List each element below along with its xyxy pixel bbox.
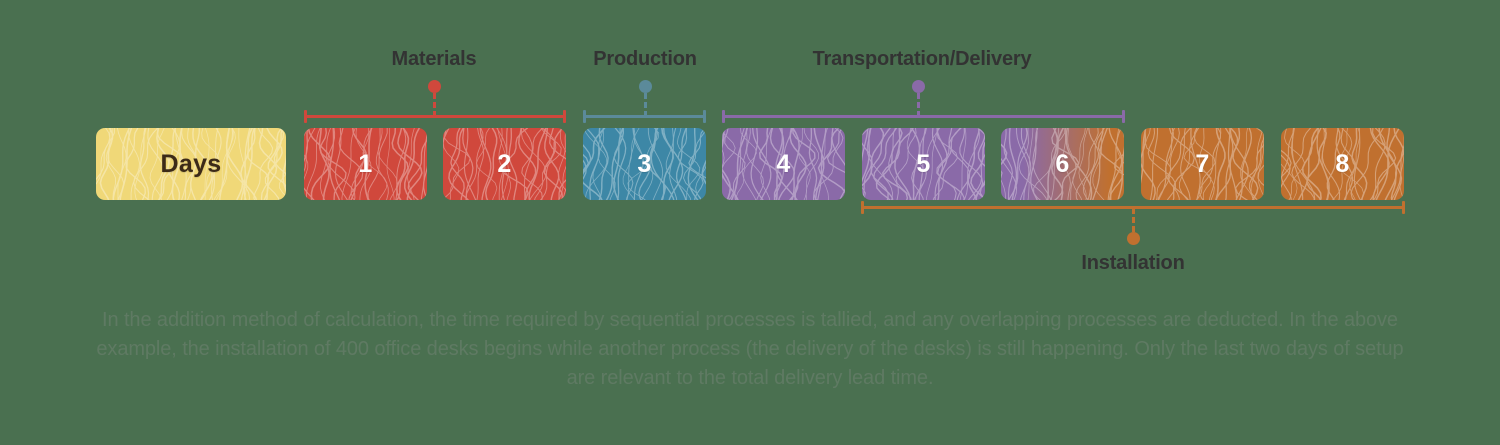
phase-dot xyxy=(428,80,441,93)
day-number: 3 xyxy=(637,149,652,178)
day-block-6: 6 xyxy=(1001,128,1124,200)
phase-label-transportation-delivery: Transportation/Delivery xyxy=(812,48,1032,70)
timeline-axis-label: Days xyxy=(96,128,286,200)
day-block-3: 3 xyxy=(583,128,706,200)
day-block-4: 4 xyxy=(722,128,845,200)
bracket-cap-right xyxy=(563,110,566,123)
day-number: 5 xyxy=(916,149,931,178)
day-number: 7 xyxy=(1195,149,1210,178)
day-number: 1 xyxy=(358,149,373,178)
phase-dot xyxy=(912,80,925,93)
explanatory-note: In the addition method of calculation, t… xyxy=(96,309,1404,389)
day-block-2: 2 xyxy=(443,128,566,200)
bracket-cap-left xyxy=(583,110,586,123)
day-number: 6 xyxy=(1055,149,1070,178)
phase-dot xyxy=(639,80,652,93)
bracket-cap-right xyxy=(1402,201,1405,214)
phase-bracket-transportation-delivery xyxy=(722,110,1125,123)
bracket-cap-left xyxy=(722,110,725,123)
bracket-cap-right xyxy=(703,110,706,123)
day-block-5: 5 xyxy=(862,128,985,200)
day-block-8: 8 xyxy=(1281,128,1404,200)
day-block-1: 1 xyxy=(304,128,427,200)
phase-connector-line xyxy=(917,93,923,117)
phase-connector-line xyxy=(644,93,650,117)
phase-connector-line xyxy=(1132,208,1138,232)
day-block-7: 7 xyxy=(1141,128,1264,200)
phase-dot xyxy=(1127,232,1140,245)
phase-connector-line xyxy=(433,93,439,117)
bracket-cap-right xyxy=(1122,110,1125,123)
bracket-cap-left xyxy=(861,201,864,214)
axis-label-text: Days xyxy=(160,149,222,178)
bracket-cap-left xyxy=(304,110,307,123)
day-number: 2 xyxy=(497,149,512,178)
phase-label-materials: Materials xyxy=(391,48,477,70)
phase-bracket-installation xyxy=(861,201,1405,214)
day-number: 4 xyxy=(776,149,791,178)
phase-label-production: Production xyxy=(593,48,697,70)
day-number: 8 xyxy=(1335,149,1350,178)
phase-label-installation: Installation xyxy=(1081,252,1185,274)
